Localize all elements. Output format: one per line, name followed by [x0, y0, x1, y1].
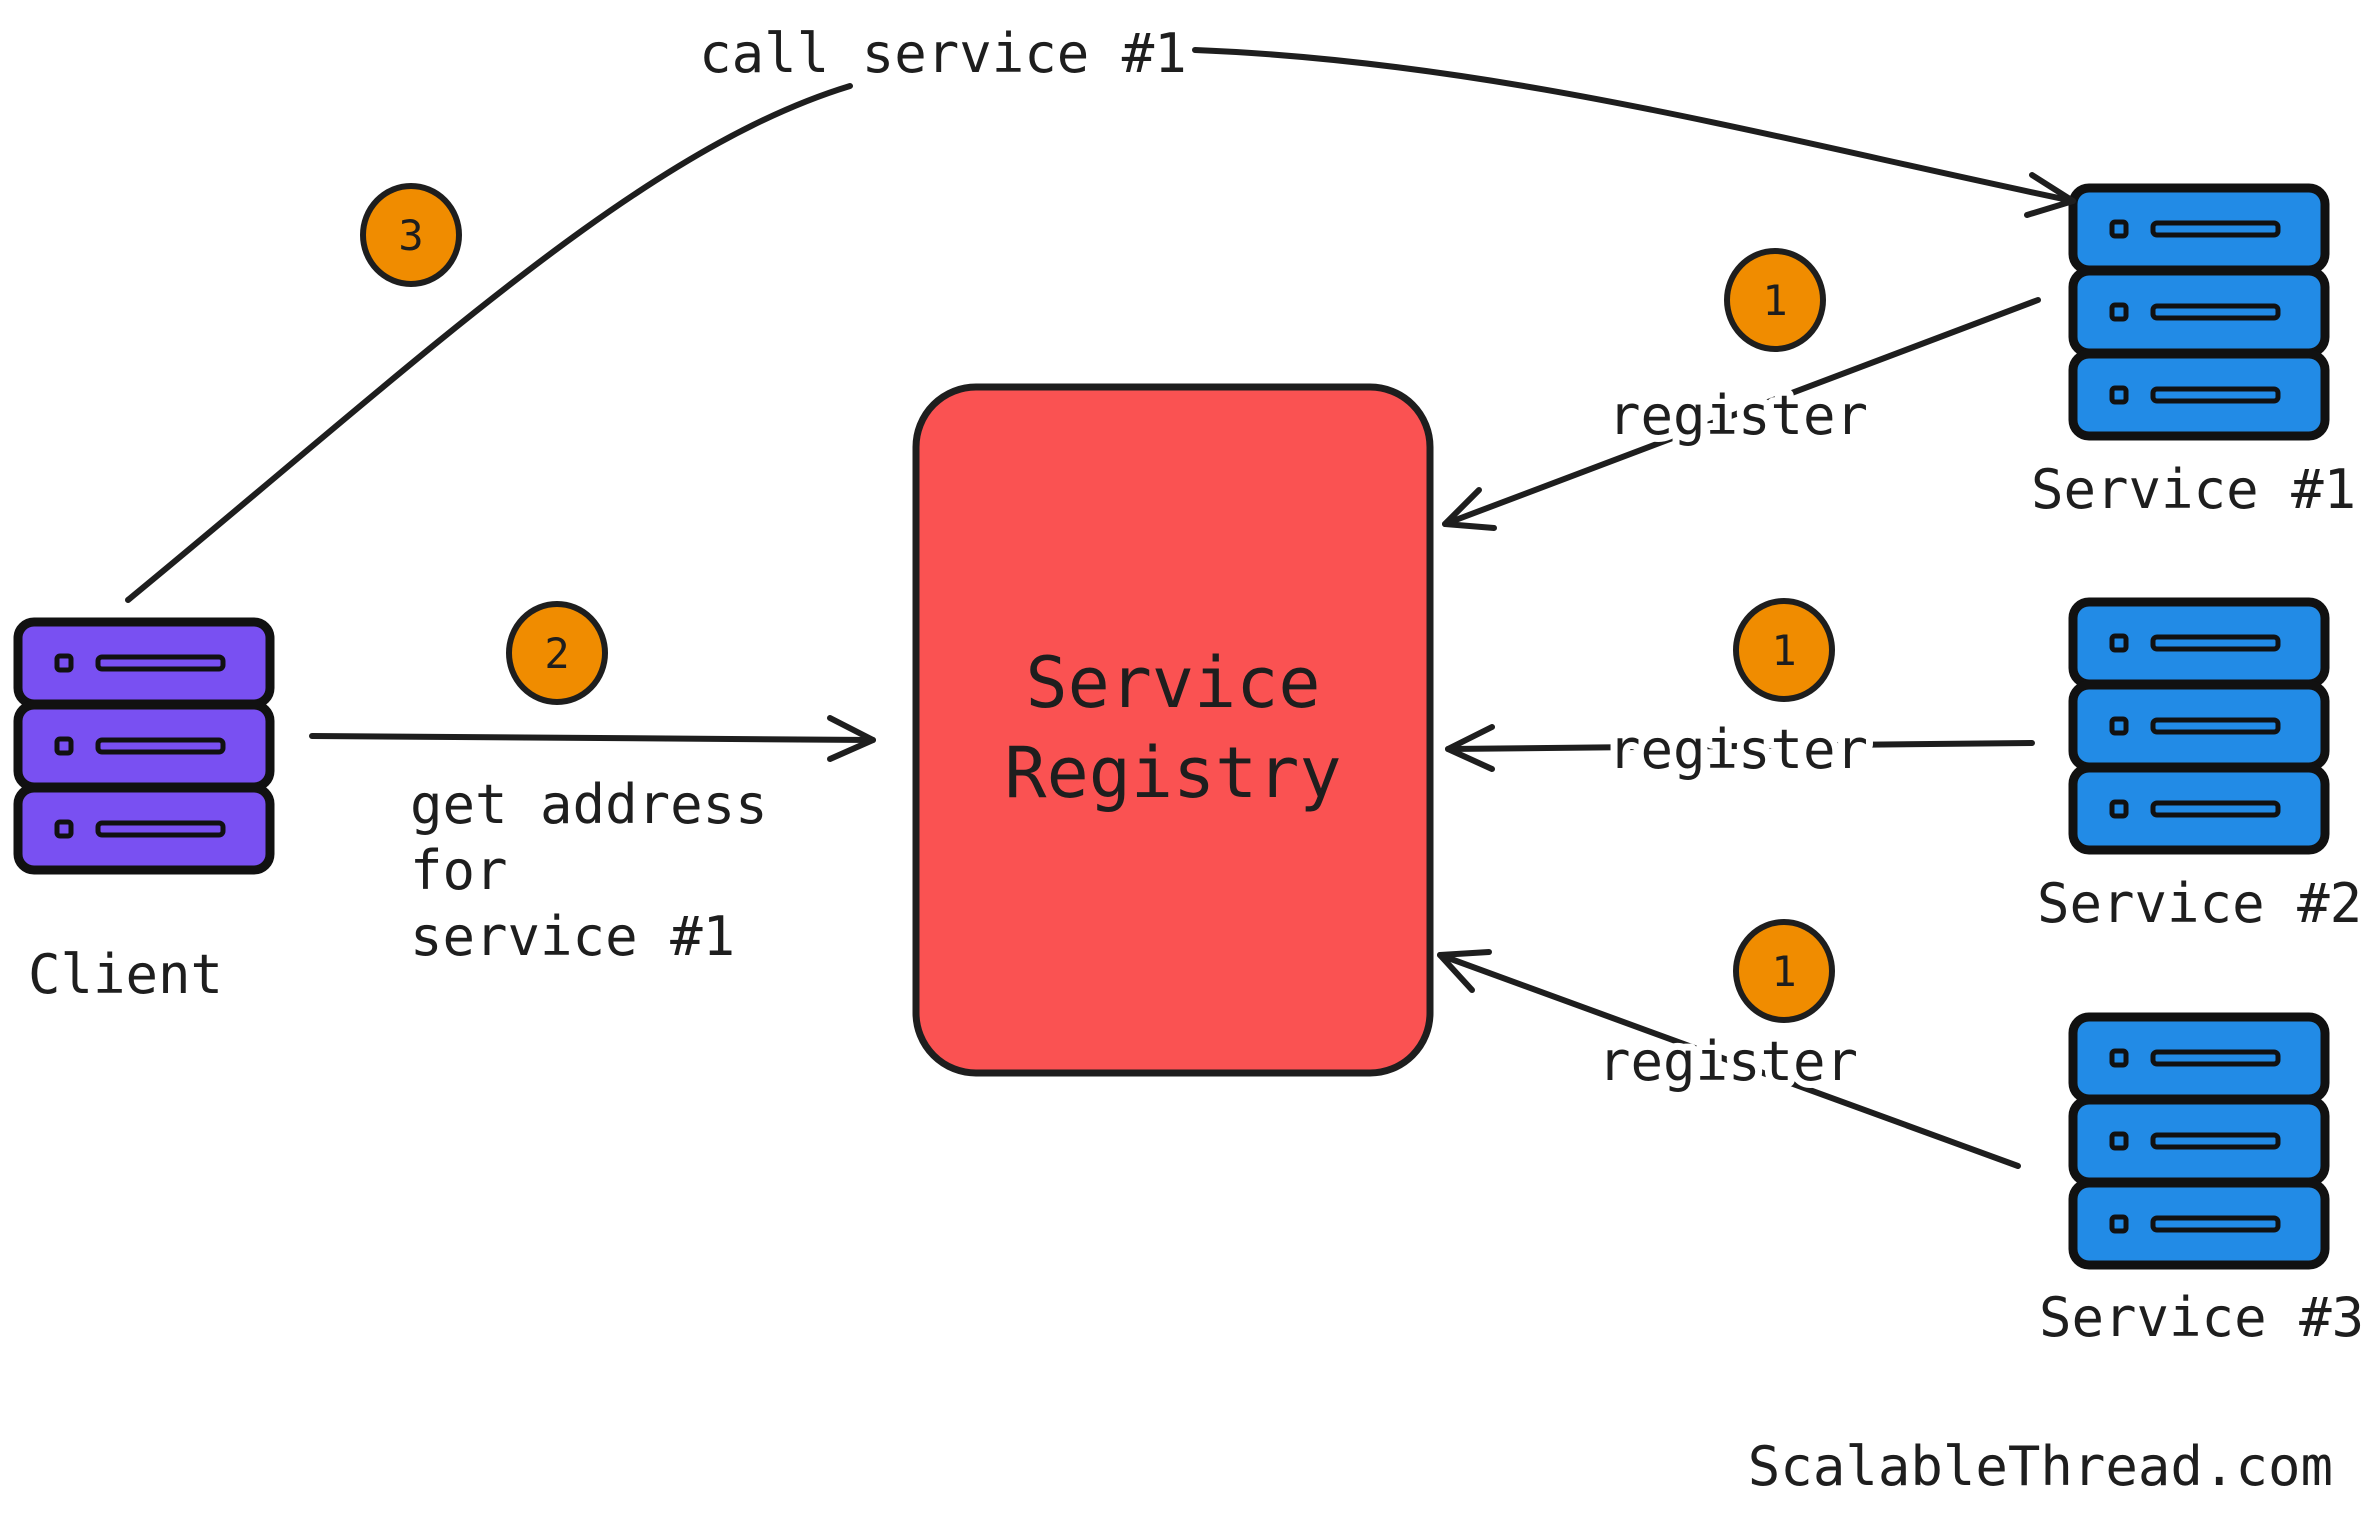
step-badge-3-number: 3: [398, 211, 423, 260]
edge-register-3-line: [1437, 952, 2021, 1169]
edge-call-service-arrowhead: [2024, 172, 2076, 218]
edge-get-address-arrowhead: [827, 715, 876, 762]
edge-register-1-line: [1442, 297, 2041, 527]
edge-call-service: call service #1 3: [125, 22, 2076, 603]
edge-register-service-3: register 1: [1437, 919, 2021, 1169]
edge-call-service-line: [125, 83, 853, 603]
edge-register-2-arrowhead: [1445, 724, 1495, 772]
edge-register-2-label: register: [1608, 718, 1868, 781]
edge-register-3-label: register: [1598, 1030, 1858, 1093]
step-badge-1b-circle: [1733, 598, 1835, 702]
service-1-label: Service #1: [2031, 458, 2356, 521]
step-badge-1b: 1: [1733, 598, 1835, 702]
service-3-label: Service #3: [2039, 1286, 2364, 1349]
edge-call-service-label: call service #1: [699, 22, 1187, 85]
edge-register-3-arrowhead: [1437, 949, 1492, 993]
step-badge-1a: 1: [1724, 248, 1826, 352]
service-1-server-shape: [2073, 188, 2325, 436]
service-node-2: Service #2: [2037, 602, 2362, 935]
edge-get-address-label-line1: get address: [410, 773, 768, 836]
step-badge-1c-number: 1: [1771, 947, 1796, 996]
service-2-label: Service #2: [2037, 872, 2362, 935]
service-node-1: Service #1: [2031, 188, 2356, 521]
edge-get-address-line: [309, 733, 876, 743]
step-badge-2-number: 2: [544, 629, 569, 678]
server-stack-icon: [18, 622, 270, 870]
step-badge-3-circle: [360, 183, 462, 287]
service-registry-box: [912, 383, 1434, 1077]
service-registry-title-line2: Registry: [1004, 732, 1341, 814]
edge-register-service-1: register 1: [1442, 248, 2041, 531]
edge-call-service-line-2: [1192, 47, 2076, 204]
edge-get-address: get address for service #1 2: [309, 601, 876, 968]
client-server-shape: [18, 622, 270, 870]
step-badge-3: 3: [360, 183, 462, 287]
edge-get-address-label-line2: for: [410, 839, 508, 902]
service-3-server-shape: [2073, 1017, 2325, 1265]
step-badge-1c: 1: [1733, 919, 1835, 1023]
server-stack-icon: [2073, 1017, 2325, 1265]
service-node-3: Service #3: [2039, 1017, 2364, 1349]
server-stack-icon: [2073, 188, 2325, 436]
client-label: Client: [28, 943, 223, 1006]
edge-register-service-2: register 1: [1445, 598, 2035, 788]
service-registry: Service Registry: [912, 383, 1434, 1077]
service-registry-title-line1: Service: [1025, 642, 1320, 724]
step-badge-1b-number: 1: [1771, 626, 1796, 675]
step-badge-1a-number: 1: [1762, 276, 1787, 325]
step-badge-1c-circle: [1733, 919, 1835, 1023]
client-node: Client: [18, 622, 270, 1006]
step-badge-2-circle: [506, 601, 608, 705]
step-badge-1a-circle: [1724, 248, 1826, 352]
step-badge-2: 2: [506, 601, 608, 705]
edge-register-1-arrowhead: [1442, 487, 1497, 531]
footer-watermark: ScalableThread.com: [1748, 1435, 2333, 1498]
edge-register-2-line: [1445, 740, 2035, 752]
server-stack-icon: [2073, 602, 2325, 850]
edge-get-address-label-line3: service #1: [410, 905, 735, 968]
edge-register-1-label: register: [1608, 384, 1868, 447]
service-2-server-shape: [2073, 602, 2325, 850]
